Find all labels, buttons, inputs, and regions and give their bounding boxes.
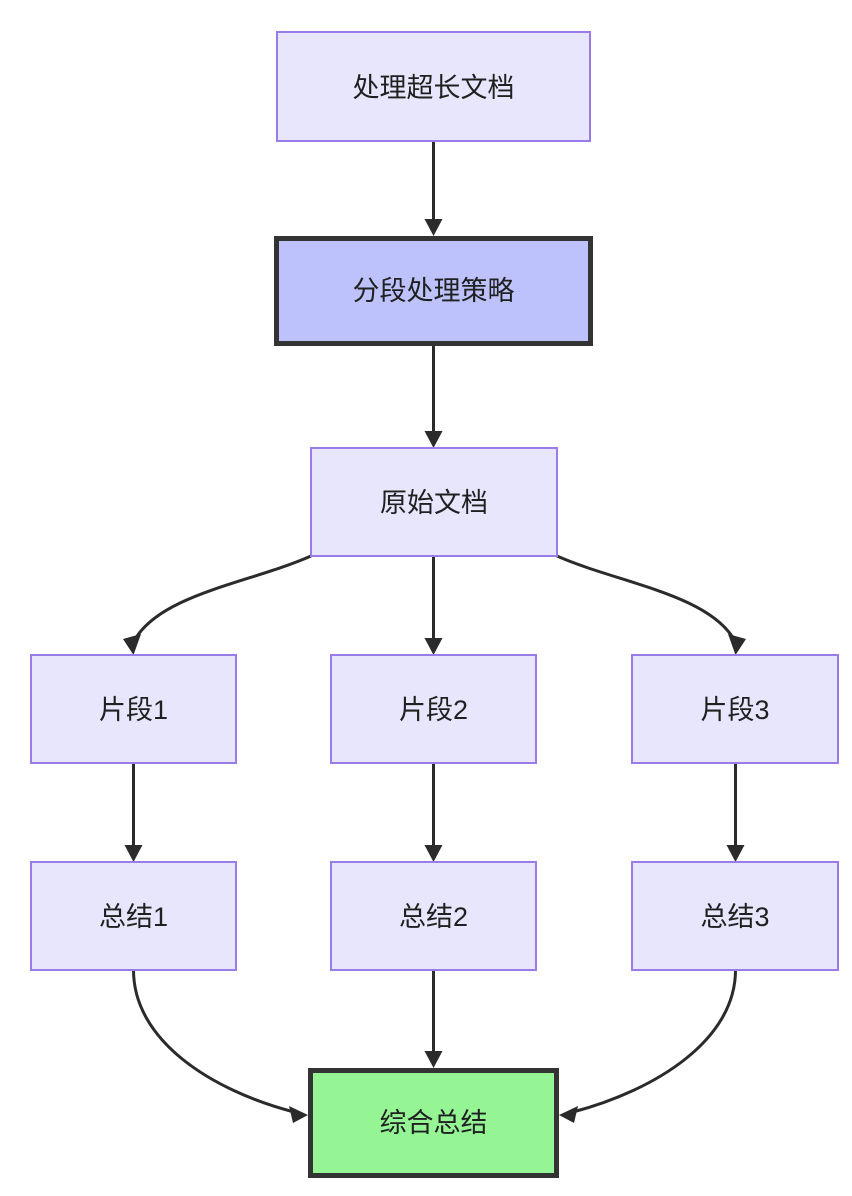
node-fragment-3[interactable]: 片段3 [631, 654, 839, 764]
arrowhead-icon [124, 845, 143, 862]
arrowhead-icon [726, 845, 745, 862]
node-box[interactable] [308, 1068, 559, 1178]
node-label: 总结3 [700, 902, 769, 932]
edge-n2-n3 [424, 346, 443, 448]
node-label: 总结1 [99, 902, 168, 932]
edge-n8-n10 [424, 970, 443, 1068]
node-box[interactable] [274, 236, 593, 346]
node-label: 处理超长文档 [353, 73, 515, 103]
node-label: 片段2 [399, 695, 468, 725]
edge-n3-n5 [424, 556, 443, 655]
node-original-document[interactable]: 原始文档 [310, 447, 558, 557]
node-label: 分段处理策略 [353, 276, 515, 306]
edge-n6-n9 [726, 763, 745, 862]
edge-n7-n10 [132, 969, 308, 1123]
arrowhead-icon [424, 1051, 443, 1068]
node-fragment-1[interactable]: 片段1 [30, 654, 237, 764]
edge-n3-n4 [123, 554, 312, 655]
arrowhead-icon [123, 634, 141, 655]
edge-n9-n10 [559, 969, 737, 1123]
node-summary-3[interactable]: 总结3 [631, 861, 839, 971]
node-box[interactable] [30, 861, 237, 971]
node-box[interactable] [310, 447, 558, 557]
arrowhead-icon [559, 1106, 578, 1123]
arrowhead-icon [424, 431, 443, 448]
node-label: 片段3 [700, 695, 769, 725]
arrowhead-icon [728, 634, 746, 655]
node-fragment-2[interactable]: 片段2 [330, 654, 537, 764]
node-box[interactable] [631, 861, 839, 971]
arrowhead-icon [289, 1106, 308, 1123]
node-chunking-strategy[interactable]: 分段处理策略 [274, 236, 593, 346]
nodes-layer: 处理超长文档 分段处理策略 原始文档 片段1 片段2 [30, 31, 839, 1178]
node-process-long-document[interactable]: 处理超长文档 [276, 31, 591, 142]
node-box[interactable] [631, 654, 839, 764]
node-box[interactable] [330, 654, 537, 764]
edge-n3-n6 [556, 554, 746, 655]
edge-n1-n2 [424, 141, 443, 236]
node-box[interactable] [30, 654, 237, 764]
node-label: 总结2 [399, 902, 468, 932]
node-label: 片段1 [99, 695, 168, 725]
node-summary-2[interactable]: 总结2 [330, 861, 537, 971]
node-box[interactable] [330, 861, 537, 971]
edge-n5-n8 [424, 763, 443, 862]
arrowhead-icon [424, 638, 443, 655]
edge-n4-n7 [124, 763, 143, 862]
node-label: 综合总结 [380, 1108, 488, 1138]
arrowhead-icon [424, 219, 443, 236]
edges-layer [123, 141, 746, 1123]
arrowhead-icon [424, 845, 443, 862]
node-label: 原始文档 [380, 488, 488, 518]
node-summary-1[interactable]: 总结1 [30, 861, 237, 971]
node-box[interactable] [276, 31, 591, 142]
node-comprehensive-summary[interactable]: 综合总结 [308, 1068, 559, 1178]
